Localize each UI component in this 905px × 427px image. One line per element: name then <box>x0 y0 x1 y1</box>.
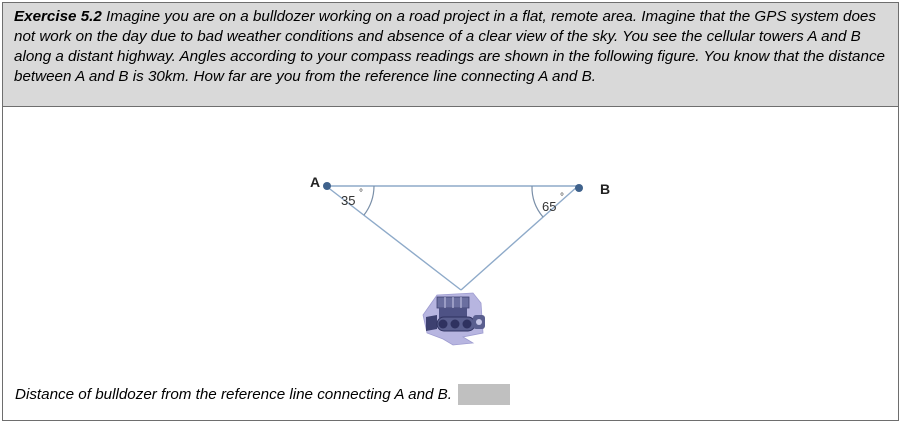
bulldozer-icon <box>422 292 485 346</box>
triangle-diagram: A B 35 ° 65 ° <box>310 174 610 346</box>
distance-answer-field[interactable] <box>458 383 511 405</box>
question-label: Distance of bulldozer from the reference… <box>15 385 453 403</box>
exercise-card: Exercise 5.2 Imagine you are on a bulldo… <box>2 2 899 421</box>
point-a-label: A <box>310 174 320 190</box>
point-b-label: B <box>600 181 610 197</box>
exercise-header: Exercise 5.2 Imagine you are on a bulldo… <box>3 3 898 107</box>
angle-arc-a <box>363 185 375 216</box>
point-a-dot <box>323 182 331 190</box>
angle-b-degree: ° <box>560 192 564 203</box>
question-row: Distance of bulldozer from the reference… <box>15 382 511 406</box>
sight-line-a <box>325 185 462 291</box>
angle-a-degree: ° <box>359 188 363 199</box>
angle-a-label: 35 <box>341 193 355 208</box>
exercise-prompt: Imagine you are on a bulldozer working o… <box>14 8 885 85</box>
exercise-title: Exercise 5.2 <box>14 8 102 25</box>
angle-arc-b <box>531 185 544 218</box>
point-b-dot <box>575 184 583 192</box>
triangle-figure: A B 35 ° 65 ° <box>3 107 898 357</box>
angle-b-label: 65 <box>542 199 556 214</box>
sight-line-b <box>460 185 579 291</box>
